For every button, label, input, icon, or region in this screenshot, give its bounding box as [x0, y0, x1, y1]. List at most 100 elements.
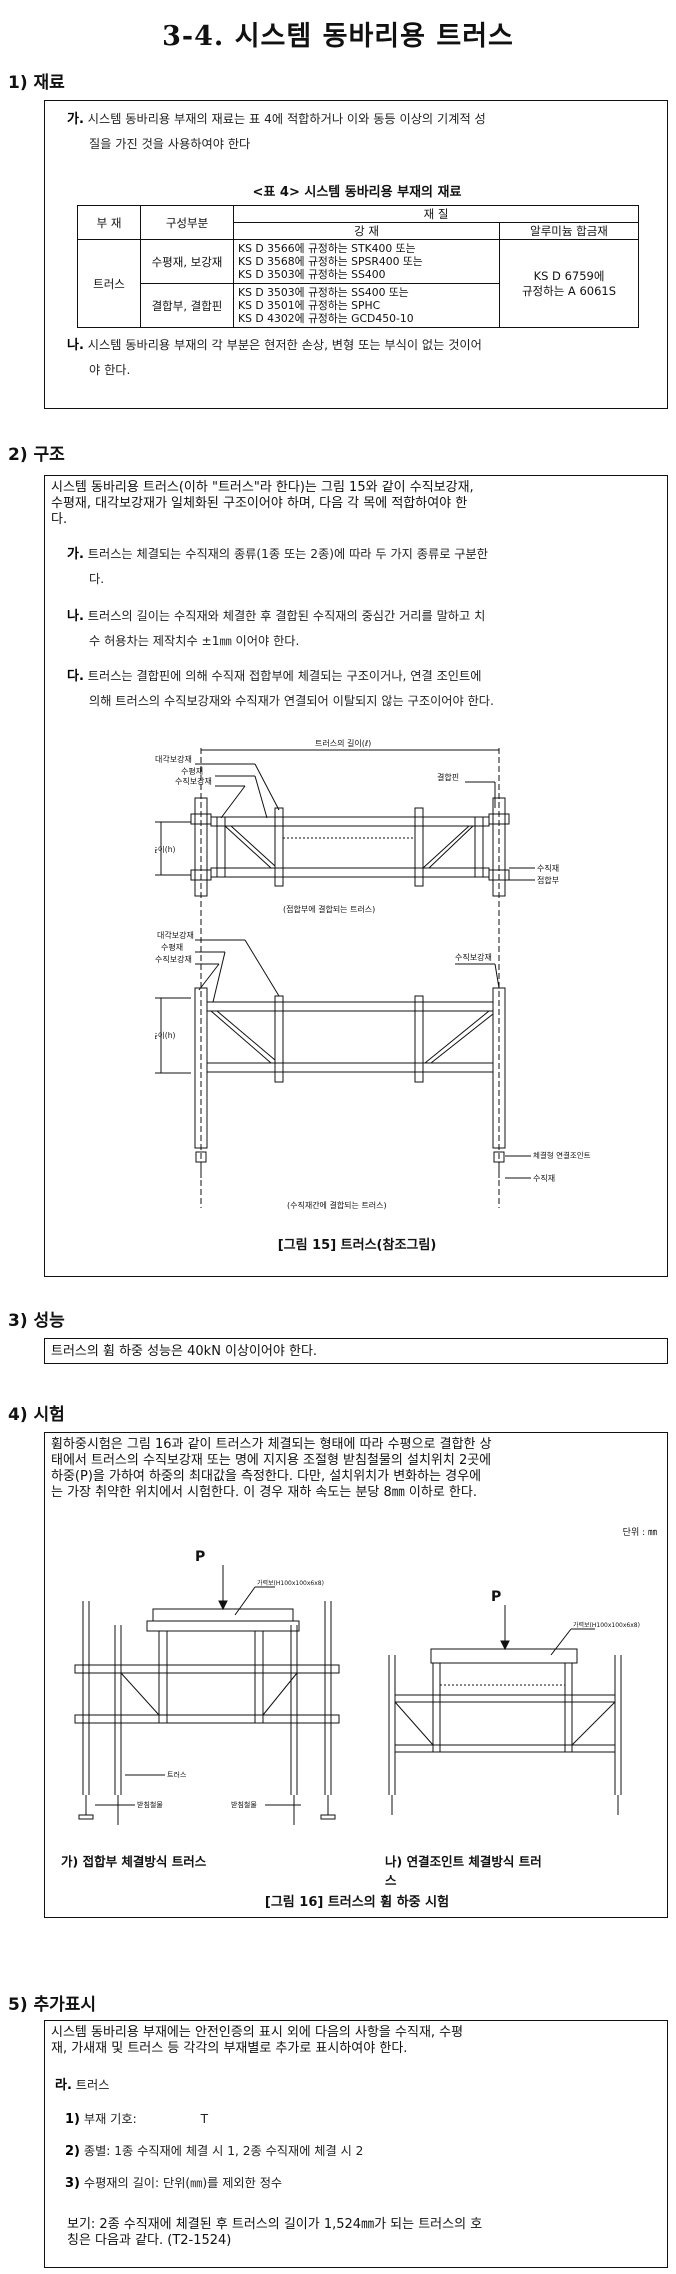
cell-steel-1: KS D 3566에 규정하는 STK400 또는 KS D 3568에 규정하… [233, 239, 500, 284]
marking-item-3: 3) 수평재의 길이: 단위(㎜)를 제외한 정수 [65, 2171, 282, 2196]
alu-line: 규정하는 A 6061S [521, 283, 617, 298]
base-left-label: 받침철물 [231, 1800, 257, 1809]
member-code-value: T [200, 2112, 209, 2126]
intro-line: 다. [51, 512, 68, 527]
beam-left-label: 가력보(H100x100x6x8) [257, 1579, 324, 1587]
subcaption-b-line2: 스 [385, 1873, 397, 1888]
item-label: 다. [67, 669, 84, 684]
steel-line: KS D 3566에 규정하는 STK400 또는 [238, 242, 416, 255]
materials-box: 가. 시스템 동바리용 부재의 재료는 표 4에 적합하거나 이와 동등 이상의… [44, 100, 668, 409]
test-box: 휨하중시험은 그림 16과 같이 트러스가 체결되는 형태에 따라 수평으로 결… [44, 1432, 668, 1918]
test-line: 는 가장 취약한 위치에서 시험한다. 이 경우 재하 속도는 분당 8㎜ 이하… [51, 1485, 477, 1500]
item-text: 시스템 동바리용 부재의 각 부분은 현저한 손상, 변형 또는 부식이 없는 … [87, 338, 482, 352]
cell-steel-2: KS D 3503에 규정하는 SS400 또는 KS D 3501에 규정하는… [233, 283, 500, 328]
fig15-horiz2-label: 수평재 [161, 942, 183, 952]
beam-right-label: 가력보(H100x100x6x8) [573, 1621, 640, 1629]
item-text: 트러스의 길이는 수직재와 체결한 후 결합된 수직재의 중심간 거리를 말하고… [87, 609, 486, 623]
subcaption-a: 가) 접합부 체결방식 트러스 [61, 1854, 207, 1869]
steel-line: KS D 3568에 규정하는 SPSR400 또는 [238, 255, 423, 268]
intro-line: 수평재, 대각보강재가 일체화된 구조이어야 하며, 다음 각 목에 적합하여야… [51, 496, 468, 511]
marking-intro-line: 재, 가새재 및 트러스 등 각각의 부재별로 추가로 표시하여야 한다. [51, 2041, 408, 2056]
test-line: 하중(P)을 가하여 하중의 최대값을 측정한다. 다만, 설치위치가 변화하는… [51, 1469, 482, 1484]
figure-16-test-drawing: P P 가력보(H100x100x6x8) 가력보(H100x100x6x8) … [74, 1549, 640, 1825]
item-text: 야 한다. [89, 363, 131, 377]
fig15-height-label: 높이(h) [155, 844, 175, 854]
steel-line: KS D 3501에 규정하는 SPHC [238, 299, 381, 312]
steel-line: KS D 3503에 규정하는 SS400 또는 [238, 286, 409, 299]
item-label: 가. [67, 547, 84, 562]
performance-box: 트러스의 휨 하중 성능은 40kN 이상이어야 한다. [44, 1338, 668, 1364]
structure-item-ga: 가. 트러스는 체결되는 수직재의 종류(1종 또는 2종)에 따라 두 가지 … [67, 542, 663, 591]
item-text: 수평재의 길이: 단위(㎜)를 제외한 정수 [83, 2176, 283, 2190]
subcaption-b: 나) 연결조인트 체결방식 트러 스 [385, 1851, 665, 1889]
structure-box: 시스템 동바리용 트러스(이하 "트러스"라 한다)는 그림 15와 같이 수직… [44, 475, 668, 1277]
materials-item-na: 나. 시스템 동바리용 부재의 각 부분은 현저한 손상, 변형 또는 부식이 … [67, 333, 657, 382]
marking-intro: 시스템 동바리용 부재에는 안전인증의 표시 외에 다음의 사항을 수직재, 수… [51, 2025, 663, 2057]
example-line: 칭은 다음과 같다. (T2-1524) [67, 2233, 232, 2248]
cell-part2: 결합부, 결합핀 [140, 283, 234, 328]
item-label: 3) [65, 2176, 80, 2191]
header-steel: 강 재 [233, 222, 500, 240]
fig15-pin-label: 결합핀 [437, 772, 459, 782]
cell-part1: 수평재, 보강재 [140, 239, 234, 284]
test-line: 태에서 트러스의 수직보강재 또는 명에 지지용 조절형 받침철물의 설치위치 … [51, 1453, 492, 1468]
test-line: 휨하중시험은 그림 16과 같이 트러스가 체결되는 형태에 따라 수평으로 결… [51, 1437, 492, 1452]
figure-15-truss-drawing: 트러스의 길이(ℓ) 대각보강재 수평재 수직보강재 결합핀 높이(h) 수직재… [155, 738, 591, 1210]
fig15-diag-label: 대각보강재 [155, 754, 192, 764]
fig15-vertical-label: 수직재 [537, 863, 559, 873]
item-text: 트러스는 체결되는 수직재의 종류(1종 또는 2종)에 따라 두 가지 종류로… [87, 547, 488, 561]
fig15-vstiff3-label: 수직보강재 [455, 952, 492, 962]
cell-alu: KS D 6759에 규정하는 A 6061S [499, 239, 639, 328]
marking-intro-line: 시스템 동바리용 부재에는 안전인증의 표시 외에 다음의 사항을 수직재, 수… [51, 2025, 464, 2040]
fig15-joint-label: 접합부 [537, 875, 559, 885]
item-text: 트러스 [75, 2078, 110, 2092]
marking-item-2: 2) 종별: 1종 수직재에 체결 시 1, 2종 수직재에 체결 시 2 [65, 2139, 363, 2164]
figure-16-caption: [그림 16] 트러스의 휨 하중 시험 [264, 1895, 450, 1910]
subcaption-b-line1: 나) 연결조인트 체결방식 트러 [385, 1854, 542, 1869]
fig15-height2-label: 높이(h) [155, 1030, 175, 1040]
item-label: 나. [67, 338, 84, 353]
marking-item-ra: 라. 트러스 [55, 2073, 109, 2098]
structure-intro: 시스템 동바리용 트러스(이하 "트러스"라 한다)는 그림 15와 같이 수직… [51, 480, 661, 528]
fig15-caption-bottom: (수직재간에 결합되는 트러스) [287, 1200, 387, 1210]
item-text: 종별: 1종 수직재에 체결 시 1, 2종 수직재에 체결 시 2 [83, 2144, 364, 2158]
item-text: 시스템 동바리용 부재의 재료는 표 4에 적합하거나 이와 동등 이상의 기계… [87, 112, 486, 126]
jack-left-label: 받침철물 [137, 1800, 163, 1809]
section-heading-materials: 1) 재료 [8, 73, 65, 93]
item-label: 가. [67, 112, 84, 127]
example-line: 보기: 2종 수직재에 체결된 후 트러스의 길이가 1,524㎜가 되는 트러… [67, 2217, 483, 2232]
structure-item-da: 다. 트러스는 결합핀에 의해 수직재 접합부에 체결되는 구조이거나, 연결 … [67, 664, 663, 713]
alu-line: KS D 6759에 [533, 268, 605, 283]
fig15-vstiff2-label: 수직보강재 [155, 954, 192, 964]
test-paragraph: 휨하중시험은 그림 16과 같이 트러스가 체결되는 형태에 따라 수평으로 결… [51, 1437, 663, 1501]
item-label: 나. [67, 609, 84, 624]
fig15-length-label: 트러스의 길이(ℓ) [315, 738, 371, 748]
fig15-horiz-label: 수평재 [181, 766, 203, 776]
item-text: 의해 트러스의 수직보강재와 수직재가 연결되어 이탈되지 않는 구조이어야 한… [89, 694, 494, 708]
header-alu: 알루미늄 합금재 [499, 222, 639, 240]
load-p-left: P [195, 1549, 205, 1565]
steel-line: KS D 3503에 규정하는 SS400 [238, 268, 386, 281]
fig15-vertical2-label: 수직재 [533, 1173, 555, 1183]
steel-line: KS D 4302에 규정하는 GCD450-10 [238, 312, 414, 325]
item-text: 질을 가진 것을 사용하여야 한다 [89, 137, 251, 151]
load-p-right: P [491, 1589, 501, 1605]
unit-label: 단위 : ㎜ [622, 1528, 657, 1538]
structure-item-na: 나. 트러스의 길이는 수직재와 체결한 후 결합된 수직재의 중심간 거리를 … [67, 604, 663, 653]
materials-table: 부 재 구성부분 재 질 강 재 알루미늄 합금재 트러스 수평재, 보강재 K… [77, 205, 639, 328]
marking-item-1: 1) 부재 기호: T [65, 2107, 208, 2132]
materials-item-ga: 가. 시스템 동바리용 부재의 재료는 표 4에 적합하거나 이와 동등 이상의… [67, 107, 657, 156]
item-label: 2) [65, 2144, 80, 2159]
fig15-conn-label: 체결형 연결조인트 [533, 1150, 591, 1160]
fig15-diag2-label: 대각보강재 [157, 930, 194, 940]
figure-15-caption: [그림 15] 트러스(참조그림) [277, 1238, 437, 1253]
section-heading-test: 4) 시험 [8, 1405, 65, 1425]
cell-member: 트러스 [77, 239, 141, 328]
item-label: 라. [55, 2078, 72, 2093]
page-title: 3-4. 시스템 동바리용 트러스 [162, 21, 514, 52]
section-heading-performance: 3) 성능 [8, 1311, 65, 1331]
marking-example: 보기: 2종 수직재에 체결된 후 트러스의 길이가 1,524㎜가 되는 트러… [67, 2217, 665, 2249]
fig15-caption-top: (접합부에 결합되는 트러스) [283, 904, 375, 914]
item-text: 부재 기호: [83, 2112, 137, 2126]
header-part: 구성부분 [140, 205, 234, 240]
